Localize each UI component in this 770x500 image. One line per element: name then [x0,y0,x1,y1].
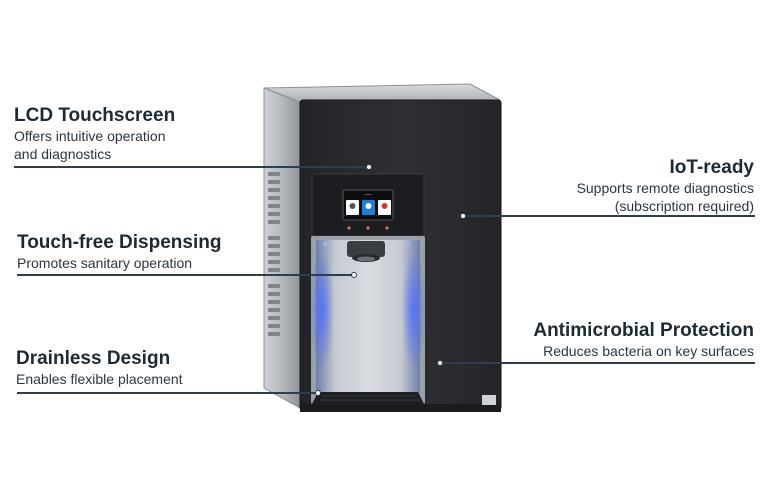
feature-title: Antimicrobial Protection [533,320,754,341]
leader-drainless-design [17,392,319,394]
marker-lcd-touchscreen [366,164,372,170]
feature-desc-line: Offers intuitive operation [14,128,166,144]
feature-drainless-design: Drainless Design Enables flexible placem… [16,348,183,388]
leader-lcd-touchscreen [14,166,370,168]
feature-desc-line: Enables flexible placement [16,371,183,387]
status-lights [347,226,389,230]
marker-touch-free-dispensing [351,272,357,278]
feature-desc-line: Supports remote diagnostics [576,180,754,196]
leader-antimicrobial-protection [440,362,755,364]
feature-desc-line: Reduces bacteria on key surfaces [543,343,754,359]
dispense-nozzle [347,241,385,257]
top-panel [263,83,501,103]
certification-badge [482,395,496,405]
feature-desc-line: Promotes sanitary operation [17,255,193,271]
feature-touch-free-dispensing: Touch-free Dispensing Promotes sanitary … [17,232,221,272]
svg-text:~~~: ~~~ [364,192,372,197]
feature-lcd-touchscreen: LCD Touchscreen Offers intuitive operati… [14,105,175,163]
feature-desc-line: and diagnostics [14,146,112,162]
feature-title: IoT-ready [669,157,754,178]
marker-drainless-design [315,390,321,396]
feature-title: LCD Touchscreen [14,105,176,126]
feature-iot-ready: IoT-ready Supports remote diagnostics (s… [577,157,754,215]
marker-iot-ready [460,213,466,219]
feature-title: Touch-free Dispensing [17,232,222,253]
side-vents [268,172,280,336]
leader-iot-ready [463,215,755,217]
feature-title: Drainless Design [16,348,171,369]
marker-antimicrobial-protection [437,360,443,366]
feature-desc-line: (subscription required) [614,198,754,214]
leader-touch-free-dispensing [17,274,354,276]
drip-tray [312,392,424,404]
feature-antimicrobial-protection: Antimicrobial Protection Reduces bacteri… [533,320,754,360]
